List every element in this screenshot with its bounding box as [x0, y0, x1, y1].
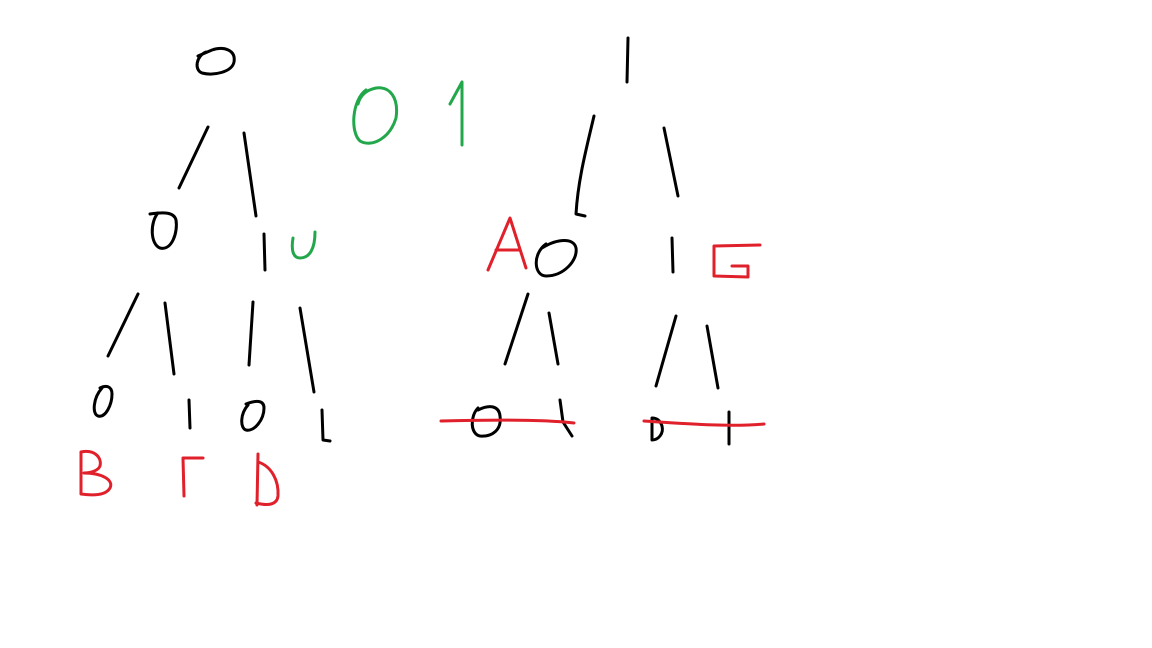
right-root-edge-right [662, 126, 680, 198]
right-root-node-1 [625, 36, 630, 84]
left-letter-b [79, 449, 113, 497]
right-label-a [486, 216, 528, 272]
header-digit-1 [448, 80, 464, 147]
right-tree [439, 36, 766, 446]
right-leaf-0-b [650, 416, 664, 442]
right-label-g [712, 243, 762, 279]
left-leaf-0-a [92, 384, 114, 418]
left-leaf-1-b [320, 408, 332, 443]
header-digit-0 [352, 86, 399, 145]
right-l1-edge-1 [503, 292, 530, 366]
left-leaf-1-a [187, 398, 192, 430]
left-l1-green-u-mark [290, 230, 317, 260]
right-root-edge-left [574, 114, 596, 218]
left-tree [79, 47, 332, 507]
right-strike-line-right [642, 419, 766, 427]
left-l1-edge-1 [106, 292, 140, 358]
left-l1-node-1 [262, 232, 267, 272]
left-l1-edge-4 [298, 306, 316, 394]
left-letter-gamma [181, 456, 205, 498]
left-root-edge-left [177, 125, 210, 190]
left-root-edge-right [242, 131, 258, 218]
left-l1-edge-3 [247, 300, 255, 367]
branch-digit-header [352, 80, 464, 147]
left-leaf-0-b [240, 399, 266, 432]
right-l1-edge-4 [705, 324, 720, 390]
right-l1-node-1 [670, 236, 675, 274]
left-letter-delta [254, 452, 280, 507]
left-l1-node-0 [148, 211, 178, 250]
right-l1-edge-2 [547, 311, 560, 366]
right-l1-node-0 [534, 239, 578, 278]
right-l1-edge-3 [654, 314, 678, 388]
left-l1-edge-2 [163, 301, 176, 376]
right-strike-line-left [439, 418, 576, 425]
right-leaf-1-a [558, 398, 574, 438]
left-root-node-0 [195, 47, 236, 76]
right-leaf-0-a [470, 405, 502, 438]
